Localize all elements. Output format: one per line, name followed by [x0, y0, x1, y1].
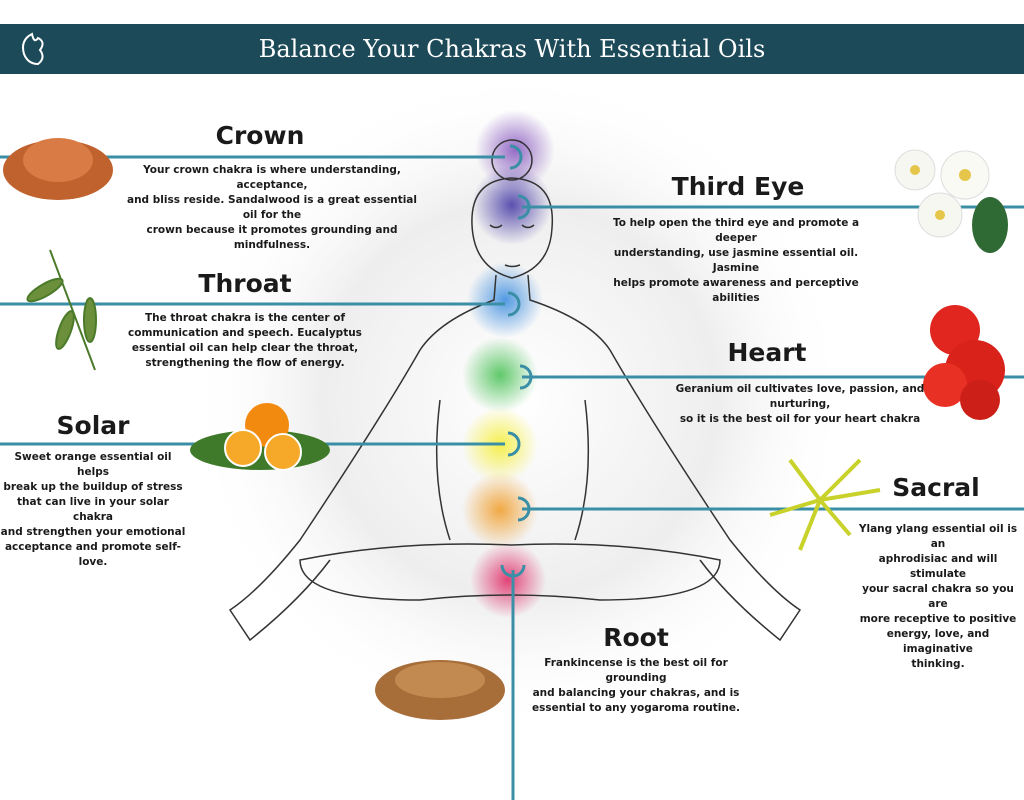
geranium-image [923, 305, 1005, 420]
throat-title: Throat [198, 269, 292, 298]
throat-description: The throat chakra is the center of commu… [128, 312, 362, 369]
jasmine-image [894, 149, 1008, 253]
orange-image [190, 403, 330, 471]
sandalwood-image [3, 138, 113, 200]
ylang-ylang-image [769, 458, 881, 551]
chakra-glows [462, 110, 555, 618]
third-eye-description: To help open the third eye and promote a… [612, 217, 860, 304]
sacral-description: Ylang ylang essential oil is an aphrodis… [858, 523, 1018, 670]
solar-title: Solar [56, 411, 130, 440]
crown-description: Your crown chakra is where understanding… [127, 164, 417, 251]
sacral-title: Sacral [892, 473, 980, 502]
page-title: Balance Your Chakras With Essential Oils [258, 35, 766, 63]
solar-description: Sweet orange essential oil helps break u… [0, 451, 186, 568]
crown-title: Crown [215, 121, 305, 150]
root-description: Frankincense is the best oil for groundi… [532, 657, 740, 714]
frankincense-image [375, 660, 505, 720]
eucalyptus-image [26, 249, 97, 371]
root-title: Root [603, 623, 669, 652]
butterfly-logo-icon [22, 32, 44, 66]
header-bar: Balance Your Chakras With Essential Oils [0, 24, 1024, 74]
heart-description: Geranium oil cultivates love, passion, a… [675, 383, 925, 425]
heart-title: Heart [727, 338, 807, 367]
third-eye-title: Third Eye [671, 172, 805, 201]
